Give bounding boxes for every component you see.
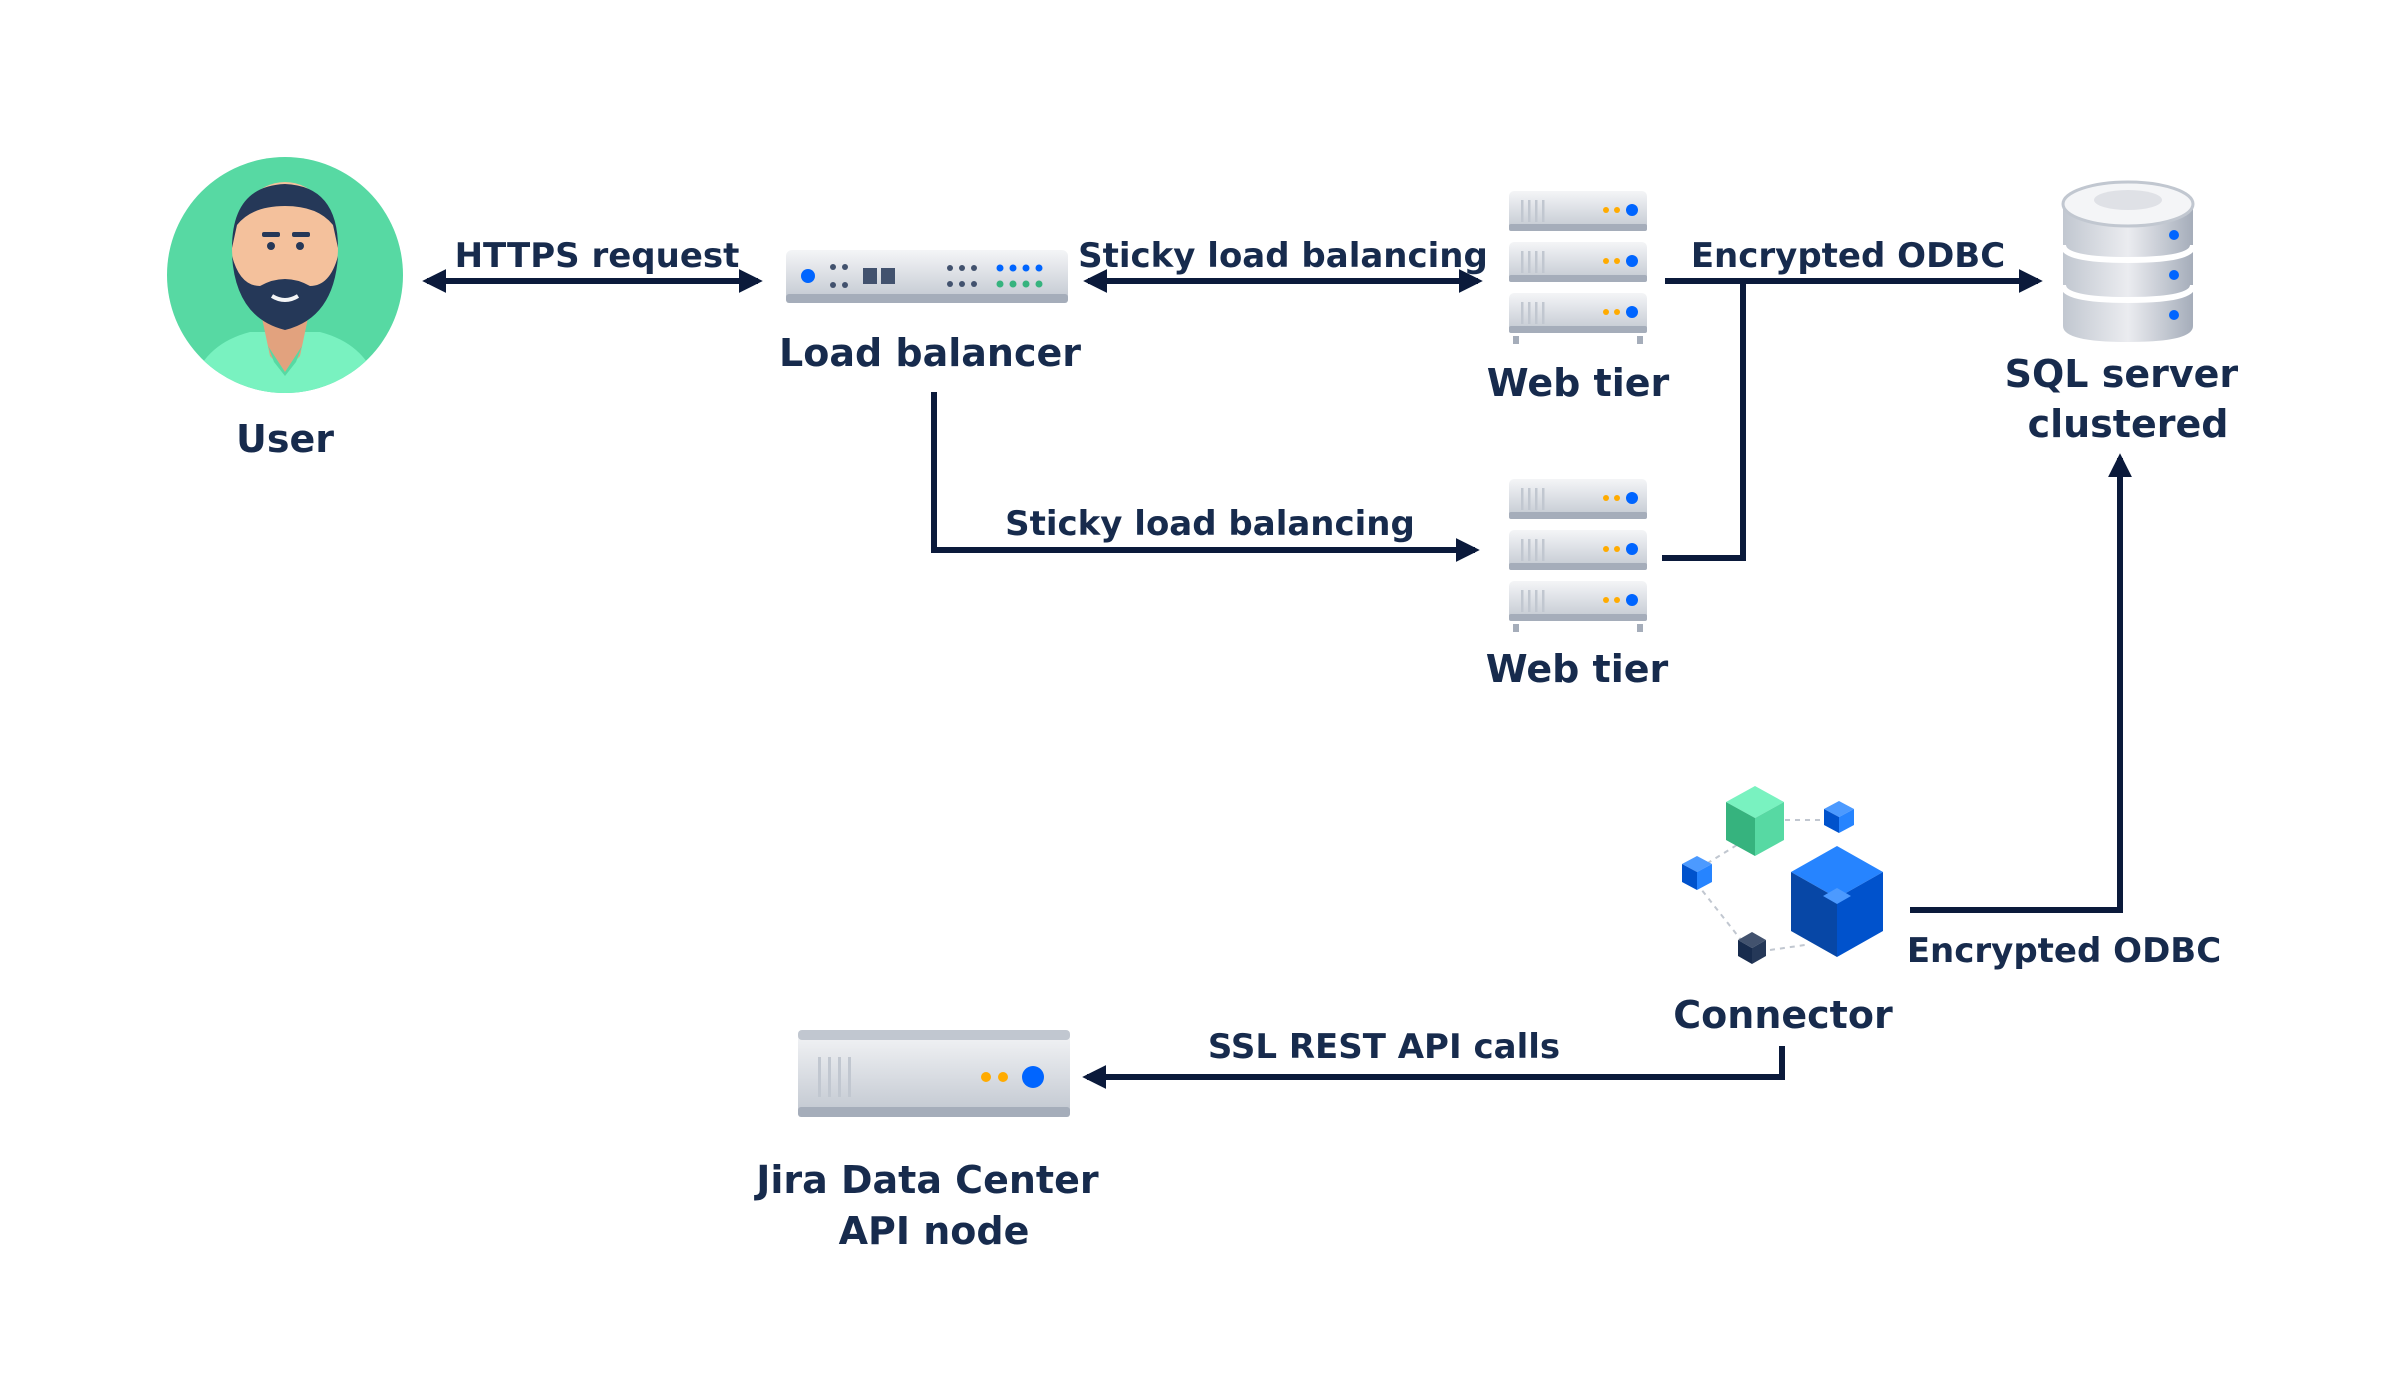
jira-api-node-label-line-2: API node (839, 1209, 1030, 1253)
web-tier-server-icon (1509, 191, 1647, 344)
server-unit (1509, 191, 1647, 231)
api-node-server-icon (798, 1030, 1070, 1117)
sql-server-label-line-2: clustered (2028, 402, 2229, 446)
web-tier-1-label: Web tier (1487, 361, 1670, 405)
connector-icon (1682, 786, 1883, 964)
edge-connector-jira (1082, 1046, 1785, 1089)
user-label: User (236, 417, 334, 461)
sticky-load-balancing-label-1: Sticky load balancing (1078, 236, 1488, 276)
web-tier-2-label: Web tier (1486, 647, 1669, 691)
jira-api-node-label: Jira Data Center API node (753, 1158, 1112, 1253)
sql-server-label: SQL server clustered (2005, 352, 2252, 446)
https-request-label: HTTPS request (455, 236, 740, 276)
jira-api-node-label-line-1: Jira Data Center (753, 1158, 1099, 1202)
sql-server-label-line-1: SQL server (2005, 352, 2239, 396)
connector-label: Connector (1673, 993, 1893, 1037)
load-balancer-label: Load balancer (779, 331, 1081, 375)
encrypted-odbc-label-1: Encrypted ODBC (1691, 236, 2005, 276)
server-unit (1509, 293, 1647, 333)
load-balancer-icon (786, 250, 1068, 303)
edge-webtier2-merge (1662, 281, 1746, 561)
server-unit (1509, 530, 1647, 570)
encrypted-odbc-label-2: Encrypted ODBC (1907, 931, 2221, 971)
database-icon (2060, 180, 2196, 342)
server-unit (1509, 479, 1647, 519)
server-unit (1509, 581, 1647, 621)
user-avatar-icon (167, 157, 403, 393)
edge-loadbalancer-webtier2 (931, 392, 1480, 562)
sticky-load-balancing-label-2: Sticky load balancing (1005, 504, 1415, 544)
ssl-rest-api-calls-label: SSL REST API calls (1208, 1027, 1560, 1067)
web-tier-server-icon (1509, 479, 1647, 632)
server-unit (1509, 242, 1647, 282)
edge-connector-sql (1910, 453, 2132, 913)
